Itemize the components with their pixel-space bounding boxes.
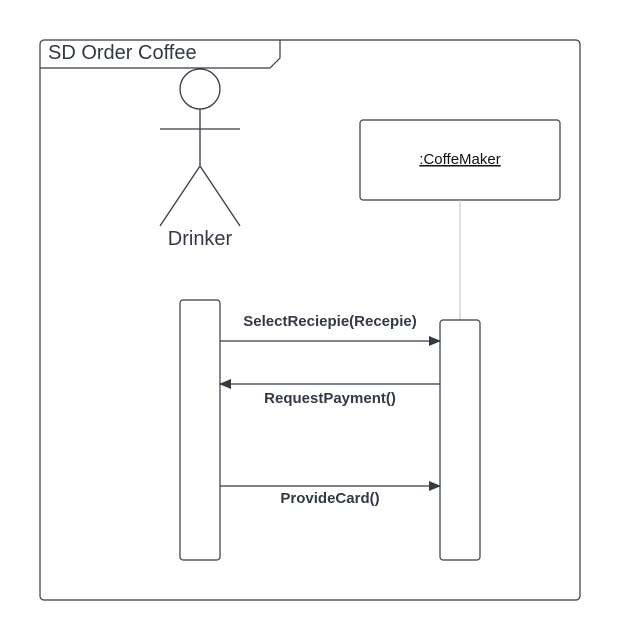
message-label-request-payment: RequestPayment()	[264, 390, 396, 407]
message-label-select-recipe: SelectReciepie(Recepie)	[243, 313, 416, 330]
actor-stick-figure-icon	[159, 68, 241, 227]
frame-title: SD Order Coffee	[48, 42, 197, 64]
actor-right-leg	[199, 165, 241, 227]
lifeline-activation-bar	[439, 319, 481, 561]
actor-left-leg	[159, 165, 201, 227]
actor-activation-bar	[179, 299, 221, 561]
actor-label: Drinker	[168, 228, 233, 250]
frame-title-tab	[40, 40, 281, 69]
lifeline-label: :CoffeMaker	[419, 151, 500, 168]
message-label-provide-card: ProvideCard()	[280, 490, 379, 507]
